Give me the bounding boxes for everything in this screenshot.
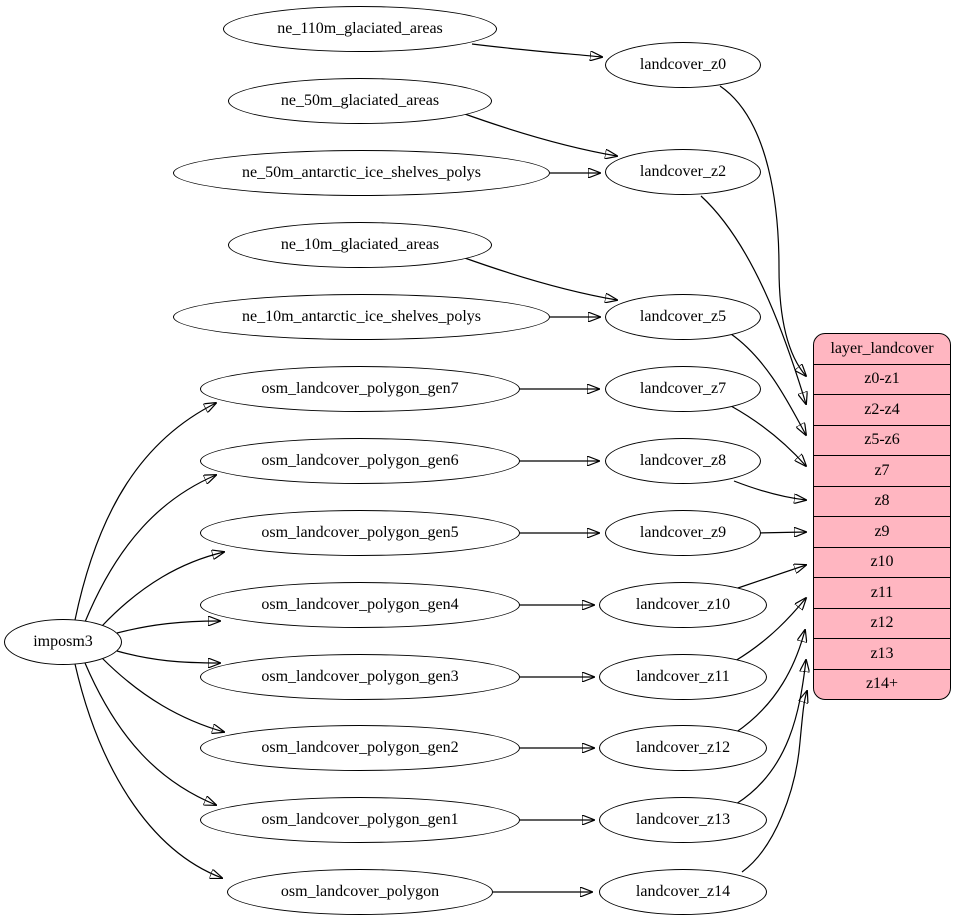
node-osm-landcover-polygon: osm_landcover_polygon bbox=[227, 869, 493, 915]
node-osm-landcover-polygon-gen2: osm_landcover_polygon_gen2 bbox=[200, 725, 520, 771]
edge-z14-to-row-z14 bbox=[741, 691, 807, 873]
node-ne-10m-glaciated-areas: ne_10m_glaciated_areas bbox=[228, 222, 492, 268]
edge-z13-to-row-z13 bbox=[735, 660, 806, 805]
record-row-z10: z10 bbox=[814, 546, 950, 578]
edge-imposm3-to-polygon bbox=[74, 663, 222, 878]
node-osm-landcover-polygon-gen5: osm_landcover_polygon_gen5 bbox=[200, 510, 520, 556]
edge-z10-to-row-z10 bbox=[734, 565, 806, 590]
edge-imposm3-to-gen2 bbox=[101, 657, 224, 732]
record-row-z0-z1: z0-z1 bbox=[814, 363, 950, 395]
node-landcover-z14: landcover_z14 bbox=[599, 869, 767, 915]
edge-imposm3-to-gen1 bbox=[84, 662, 216, 805]
record-row-z11: z11 bbox=[814, 577, 950, 608]
record-row-z12: z12 bbox=[814, 607, 950, 639]
edge-z11-to-row-z11 bbox=[734, 598, 806, 662]
node-landcover-z5: landcover_z5 bbox=[605, 294, 761, 340]
node-landcover-z7: landcover_z7 bbox=[605, 366, 761, 412]
edge-imposm3-to-gen3 bbox=[116, 650, 220, 663]
node-ne-10m-antarctic-ice-shelves-polys: ne_10m_antarctic_ice_shelves_polys bbox=[173, 294, 550, 340]
node-landcover-z13: landcover_z13 bbox=[599, 797, 767, 843]
node-osm-landcover-polygon-gen3: osm_landcover_polygon_gen3 bbox=[200, 654, 520, 700]
edge-z2-to-row-z2z4 bbox=[700, 195, 806, 404]
node-osm-landcover-polygon-gen4: osm_landcover_polygon_gen4 bbox=[200, 582, 520, 628]
record-row-z5-z6: z5-z6 bbox=[814, 424, 950, 456]
edge-z8-to-row-z8 bbox=[733, 480, 806, 500]
edge-ne110m-to-z0 bbox=[471, 43, 602, 57]
record-row-z14: z14+ bbox=[814, 668, 950, 700]
node-landcover-z0: landcover_z0 bbox=[605, 42, 761, 88]
record-header: layer_landcover bbox=[830, 339, 934, 357]
node-landcover-z11: landcover_z11 bbox=[599, 654, 767, 700]
edge-z5-to-row-z5z6 bbox=[730, 333, 806, 435]
record-row-z13: z13 bbox=[814, 638, 950, 669]
edge-z0-to-row-z0z1 bbox=[719, 85, 806, 376]
edge-imposm3-to-gen6 bbox=[84, 475, 216, 623]
edge-ne50m-glac-to-z2 bbox=[461, 112, 617, 156]
record-row-z2-z4: z2-z4 bbox=[814, 394, 950, 425]
node-landcover-z9: landcover_z9 bbox=[605, 510, 761, 556]
edge-imposm3-to-gen7 bbox=[74, 403, 216, 621]
edge-imposm3-to-gen5 bbox=[101, 552, 224, 627]
edge-z9-to-row-z9 bbox=[756, 532, 806, 533]
edge-imposm3-to-gen4 bbox=[116, 621, 220, 634]
edge-z12-to-row-z12 bbox=[734, 630, 805, 734]
record-row-z9: z9 bbox=[814, 516, 950, 547]
edge-z7-to-row-z7 bbox=[730, 405, 806, 466]
node-landcover-z10: landcover_z10 bbox=[599, 582, 767, 628]
node-ne-110m-glaciated-areas: ne_110m_glaciated_areas bbox=[223, 6, 497, 52]
node-landcover-z2: landcover_z2 bbox=[605, 149, 761, 195]
node-ne-50m-antarctic-ice-shelves-polys: ne_50m_antarctic_ice_shelves_polys bbox=[173, 150, 550, 196]
record-layer-landcover: layer_landcover z0-z1 z2-z4 z5-z6 z7 z8 … bbox=[813, 333, 951, 700]
node-osm-landcover-polygon-gen6: osm_landcover_polygon_gen6 bbox=[200, 438, 520, 484]
node-osm-landcover-polygon-gen1: osm_landcover_polygon_gen1 bbox=[200, 797, 520, 843]
node-ne-50m-glaciated-areas: ne_50m_glaciated_areas bbox=[228, 78, 492, 124]
node-landcover-z8: landcover_z8 bbox=[605, 438, 761, 484]
node-imposm3: imposm3 bbox=[4, 619, 122, 665]
record-row-z7: z7 bbox=[814, 455, 950, 486]
node-osm-landcover-polygon-gen7: osm_landcover_polygon_gen7 bbox=[200, 366, 520, 412]
edge-ne10m-glac-to-z5 bbox=[461, 256, 617, 300]
node-landcover-z12: landcover_z12 bbox=[599, 725, 767, 771]
record-row-z8: z8 bbox=[814, 485, 950, 517]
